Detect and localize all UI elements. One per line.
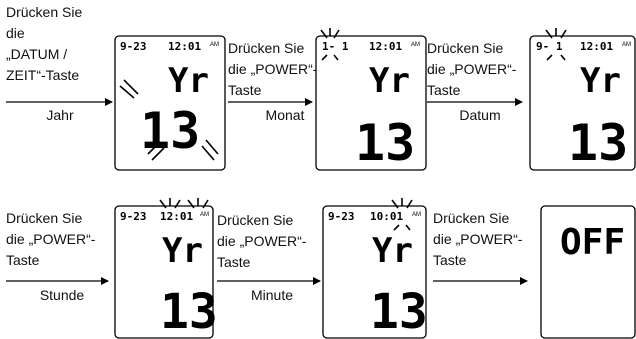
lcd-mode: Yr: [162, 231, 203, 271]
lcd-am: AM: [210, 42, 219, 48]
step-4-instruction: Drücken Sie die „POWER“- Taste: [6, 208, 95, 271]
lcd-date: 9-23: [120, 210, 147, 223]
lcd-am: AM: [412, 212, 421, 218]
instruction-line: Drücken Sie: [6, 210, 83, 226]
lcd-value: 13: [568, 114, 628, 172]
lcd-time: 12:01: [580, 40, 613, 53]
arrow-label-jahr: Jahr: [46, 107, 74, 123]
lcd-value: 13: [140, 102, 200, 160]
lcd-frame: [529, 35, 636, 171]
lcd-frame: [322, 205, 427, 339]
lcd-value: 13: [160, 284, 218, 339]
instruction-line: Taste: [427, 82, 461, 98]
instruction-line: die „POWER“-: [217, 233, 307, 249]
lcd-frame: [540, 205, 636, 339]
lcd-frame: [114, 35, 226, 171]
instruction-line: „DATUM /: [6, 46, 68, 62]
lcd-time: 12:01: [369, 40, 402, 53]
instruction-line: Drücken Sie: [217, 212, 294, 228]
blink-indicator-icon: [391, 198, 413, 231]
instruction-line: die: [6, 25, 25, 41]
lcd-value: 13: [355, 114, 415, 172]
lcd-display-1: 9-23 12:01 AM Yr 13: [114, 35, 226, 171]
instruction-line: Taste: [217, 254, 251, 270]
step-5-instruction: Drücken Sie die „POWER“- Taste: [217, 210, 306, 273]
step-6-instruction: Drücken Sie die „POWER“- Taste: [433, 208, 522, 271]
arrow-label-monat: Monat: [265, 107, 305, 123]
lcd-mode: Yr: [372, 231, 413, 271]
instruction-line: Taste: [228, 82, 262, 98]
lcd-mode: Yr: [580, 61, 621, 101]
lcd-am: AM: [622, 42, 631, 48]
lcd-date: 9-23: [328, 210, 355, 223]
lcd-mode: Yr: [369, 61, 410, 101]
blink-indicator-icon: [545, 28, 567, 61]
lcd-time: 12:01: [160, 210, 193, 223]
blink-indicator-icon: [320, 28, 340, 61]
lcd-display-2: 1- 1 12:01 AM Yr 13: [315, 28, 427, 172]
lcd-display-4: 9-23 12:01 AM Yr 13: [114, 198, 218, 339]
lcd-time: 12:01: [168, 40, 201, 53]
lcd-am: AM: [200, 212, 209, 218]
arrow-label-datum: Datum: [459, 107, 501, 123]
instruction-line: die „POWER“-: [433, 231, 523, 247]
lcd-display-3: 9- 1 12:01 AM Yr 13: [529, 28, 636, 172]
instruction-line: Drücken Sie: [228, 40, 305, 56]
lcd-display-6: OFF: [540, 205, 636, 339]
instruction-line: die „POWER“-: [228, 61, 318, 77]
lcd-am: AM: [411, 42, 420, 48]
blink-indicator-icon: [119, 79, 219, 161]
instruction-line: Drücken Sie: [427, 40, 504, 56]
step-3-instruction: Drücken Sie die „POWER“- Taste: [427, 38, 516, 101]
lcd-time: 10:01: [370, 210, 403, 223]
instruction-line: Taste: [433, 252, 467, 268]
blink-indicator-icon: [159, 198, 209, 209]
step-1-instruction: Drücken Sie die „DATUM / ZEIT“-Taste: [6, 2, 82, 86]
instruction-line: die „POWER“-: [6, 231, 96, 247]
arrow-label-stunde: Stunde: [39, 287, 85, 303]
lcd-frame: [315, 35, 427, 171]
lcd-date: 9-23: [120, 40, 147, 53]
arrow-label-minute: Minute: [250, 287, 294, 303]
instruction-line: die „POWER“-: [427, 61, 517, 77]
instruction-line: Drücken Sie: [6, 4, 83, 20]
lcd-off-status: OFF: [560, 222, 625, 263]
lcd-date: 1- 1: [322, 40, 349, 53]
instruction-line: Taste: [6, 252, 40, 268]
lcd-date: 9- 1: [536, 40, 563, 53]
lcd-value: 13: [370, 284, 428, 339]
lcd-display-5: 9-23 10:01 AM Yr 13: [322, 198, 428, 339]
instruction-line: Drücken Sie: [433, 210, 510, 226]
lcd-mode: Yr: [168, 61, 209, 101]
instruction-line: ZEIT“-Taste: [6, 67, 80, 83]
step-2-instruction: Drücken Sie die „POWER“- Taste: [228, 38, 317, 101]
